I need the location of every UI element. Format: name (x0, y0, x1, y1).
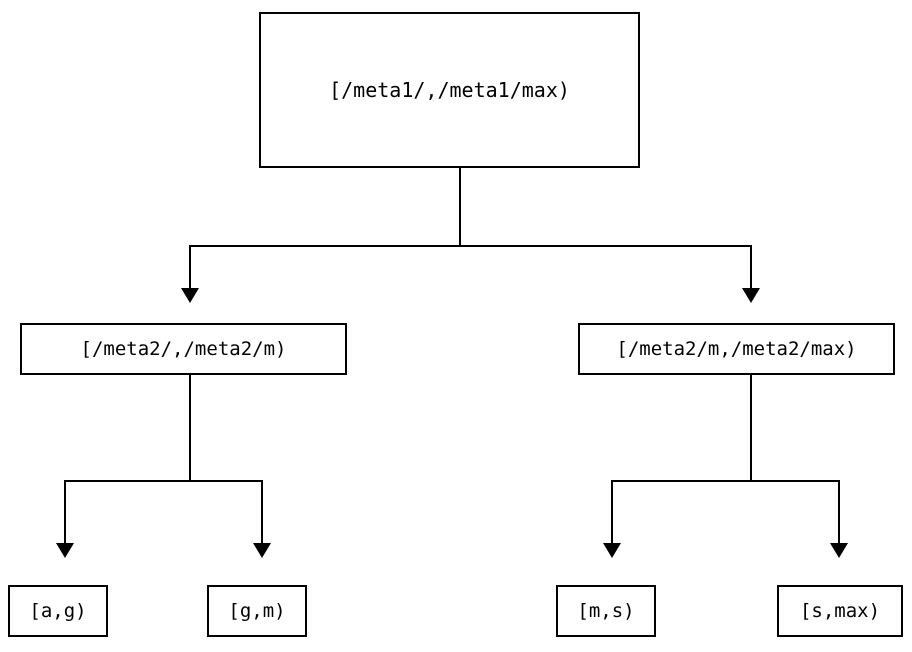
edge-bus-right (611, 480, 840, 482)
edge-root-stem (459, 168, 461, 246)
edge-right-stem (750, 375, 752, 481)
node-mid-left[interactable]: [/meta2/,/meta2/m) (20, 323, 347, 375)
node-leaf-ag[interactable]: [a,g) (8, 585, 108, 637)
arrowhead-down-icon-mid-right (742, 288, 760, 303)
edge-left-stem (189, 375, 191, 481)
edge-drop-mid-right (750, 245, 752, 288)
edge-bus-left (64, 480, 263, 482)
node-leaf-smax[interactable]: [s,max) (777, 585, 903, 637)
edge-drop-leaf-smax (838, 480, 840, 543)
node-leaf-gm[interactable]: [g,m) (207, 585, 307, 637)
edge-drop-leaf-ms (611, 480, 613, 543)
edge-drop-leaf-ag (64, 480, 66, 543)
node-leaf-ag-label: [a,g) (29, 599, 87, 622)
node-leaf-gm-label: [g,m) (228, 599, 286, 622)
node-leaf-ms-label: [m,s) (577, 599, 635, 622)
arrowhead-down-icon-leaf-ms (603, 543, 621, 558)
node-root-label: [/meta1/,/meta1/max) (329, 78, 570, 102)
node-mid-right-label: [/meta2/m,/meta2/max) (616, 337, 857, 360)
arrowhead-down-icon-leaf-ag (56, 543, 74, 558)
node-leaf-ms[interactable]: [m,s) (556, 585, 656, 637)
node-mid-right[interactable]: [/meta2/m,/meta2/max) (578, 323, 895, 375)
node-leaf-smax-label: [s,max) (799, 599, 881, 622)
arrowhead-down-icon-mid-left (181, 288, 199, 303)
arrowhead-down-icon-leaf-smax (830, 543, 848, 558)
edge-bus-level1 (189, 245, 752, 247)
arrowhead-down-icon-leaf-gm (253, 543, 271, 558)
node-root[interactable]: [/meta1/,/meta1/max) (259, 12, 640, 168)
node-mid-left-label: [/meta2/,/meta2/m) (80, 337, 287, 360)
edge-drop-leaf-gm (261, 480, 263, 543)
edge-drop-mid-left (189, 245, 191, 288)
